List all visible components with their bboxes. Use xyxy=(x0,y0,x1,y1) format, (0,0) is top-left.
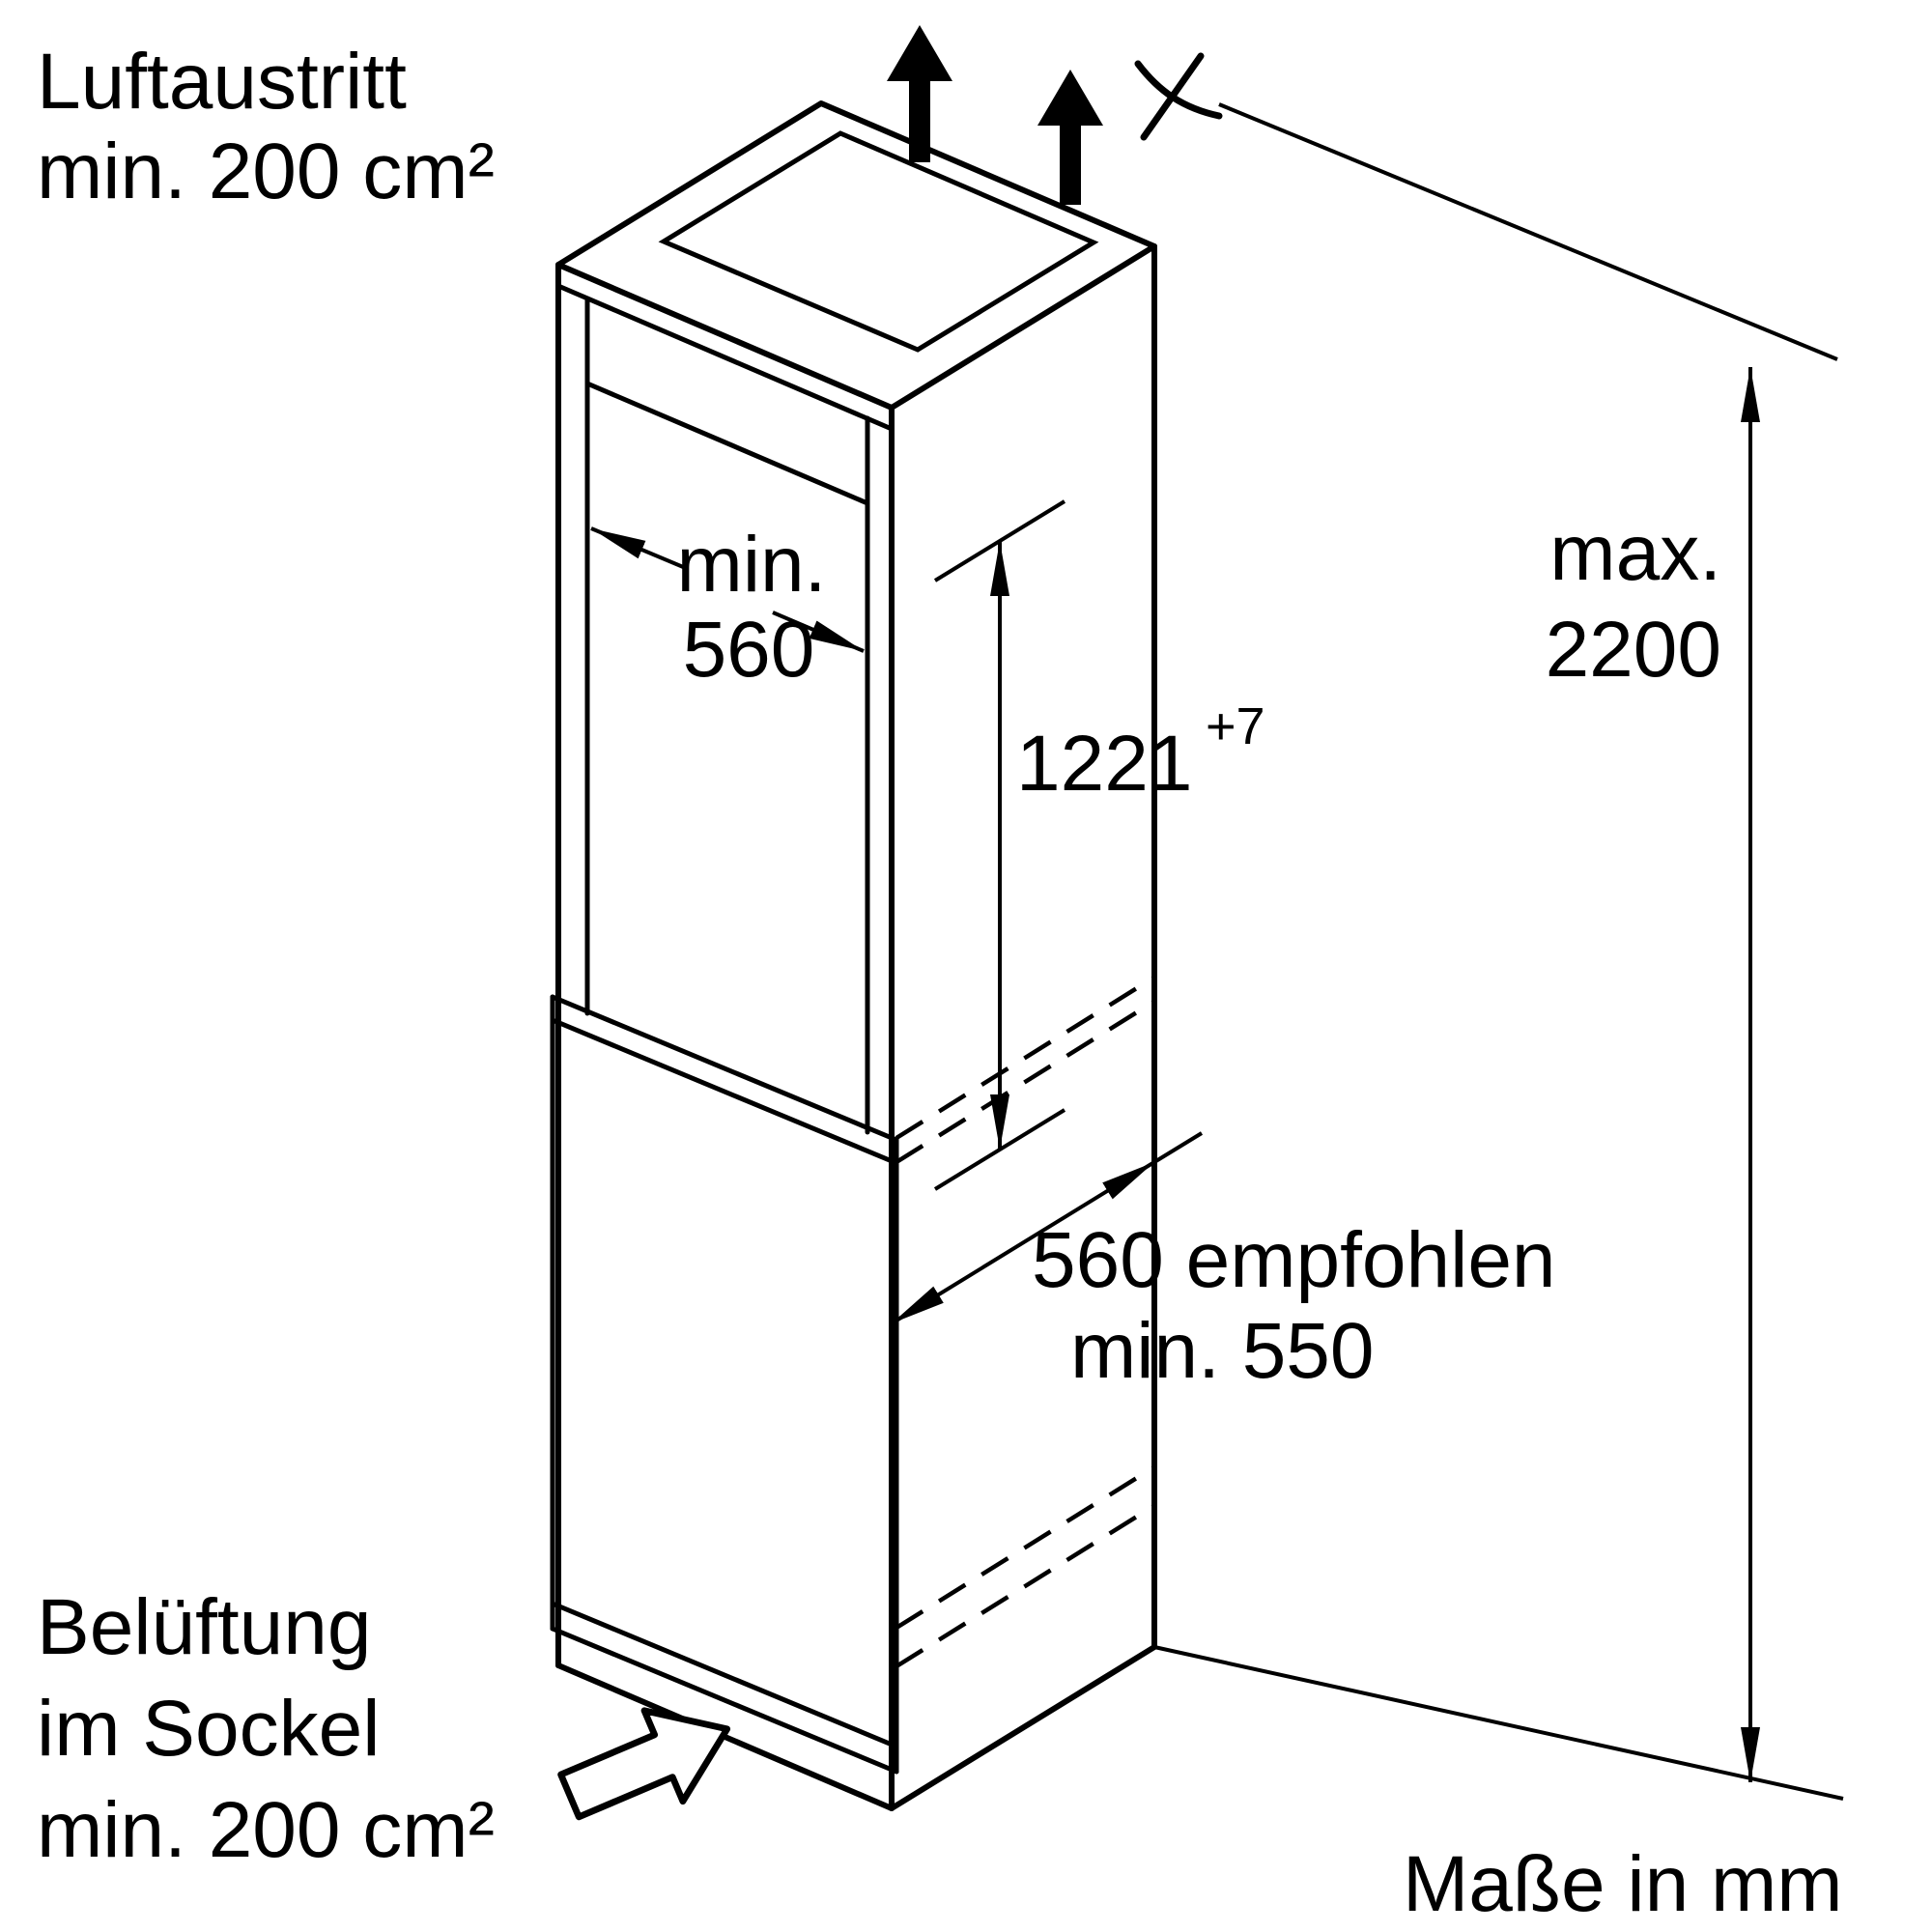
niche-width-label-value: 560 xyxy=(683,606,815,694)
base-vent-label-line3: min. 200 cm² xyxy=(37,1786,495,1874)
air-outlet-label-line2: min. 200 cm² xyxy=(37,128,495,215)
max-height-label-value: 2200 xyxy=(1546,606,1721,694)
bottom-reference-line xyxy=(1153,1645,1844,1801)
text-labels: Luftaustritt min. 200 cm² Belüftung im S… xyxy=(37,38,1843,1928)
depth-arrow xyxy=(890,1160,1156,1325)
side-bottom-edge xyxy=(889,1644,1157,1811)
power-cord-icon xyxy=(1134,52,1223,141)
base-vent-label-line1: Belüftung xyxy=(37,1583,372,1671)
niche-width-arrow-left xyxy=(590,526,689,571)
hidden-edges xyxy=(895,975,1157,1668)
depth-label-minimum: min. 550 xyxy=(1070,1307,1375,1395)
cabinet-outline xyxy=(550,100,1157,1811)
air-out-arrow-2-icon xyxy=(1037,70,1103,205)
depth-label-recommended: 560 empfohlen xyxy=(1032,1216,1556,1304)
base-air-inlet-arrow-icon xyxy=(557,1707,731,1821)
niche-height-tolerance: +7 xyxy=(1206,697,1265,755)
door-top-edge-inner xyxy=(550,1017,899,1166)
top-vent-opening xyxy=(658,130,1099,353)
plinth-hidden-edge-1 xyxy=(895,1464,1157,1630)
niche-height-value: 1221 xyxy=(1016,720,1192,808)
niche-floor-hidden-edge-2 xyxy=(895,999,1157,1164)
dimension-depth: 560 empfohlen min. 550 xyxy=(890,1131,1556,1395)
door-top-edge-outer xyxy=(550,994,899,1143)
depth-extension-line xyxy=(1152,1131,1204,1164)
base-vent-label-line2: im Sockel xyxy=(37,1685,380,1773)
niche-width-arrow-right xyxy=(772,611,865,653)
units-note: Maße in mm xyxy=(1403,1840,1843,1928)
door-bottom-edge-outer xyxy=(550,1626,899,1775)
airflow-symbols xyxy=(557,25,1223,1821)
dimension-niche-width: min. 560 xyxy=(590,521,865,694)
top-reference-line xyxy=(1218,102,1838,361)
niche-floor-hidden-edge-1 xyxy=(895,975,1157,1140)
dimension-max-height: max. 2200 xyxy=(1153,102,1844,1801)
air-outlet-label-line1: Luftaustritt xyxy=(37,38,407,126)
top-panel-front-edge xyxy=(555,283,895,432)
max-height-label-word: max. xyxy=(1549,509,1721,597)
dimension-niche-height: 1221 +7 xyxy=(933,499,1265,1191)
door-bottom-edge-inner xyxy=(550,1601,899,1749)
niche-ceiling-line xyxy=(584,381,870,506)
niche-width-label-word: min. xyxy=(677,521,827,609)
plinth-hidden-edge-2 xyxy=(895,1503,1157,1668)
air-out-arrow-1-icon xyxy=(887,25,952,162)
